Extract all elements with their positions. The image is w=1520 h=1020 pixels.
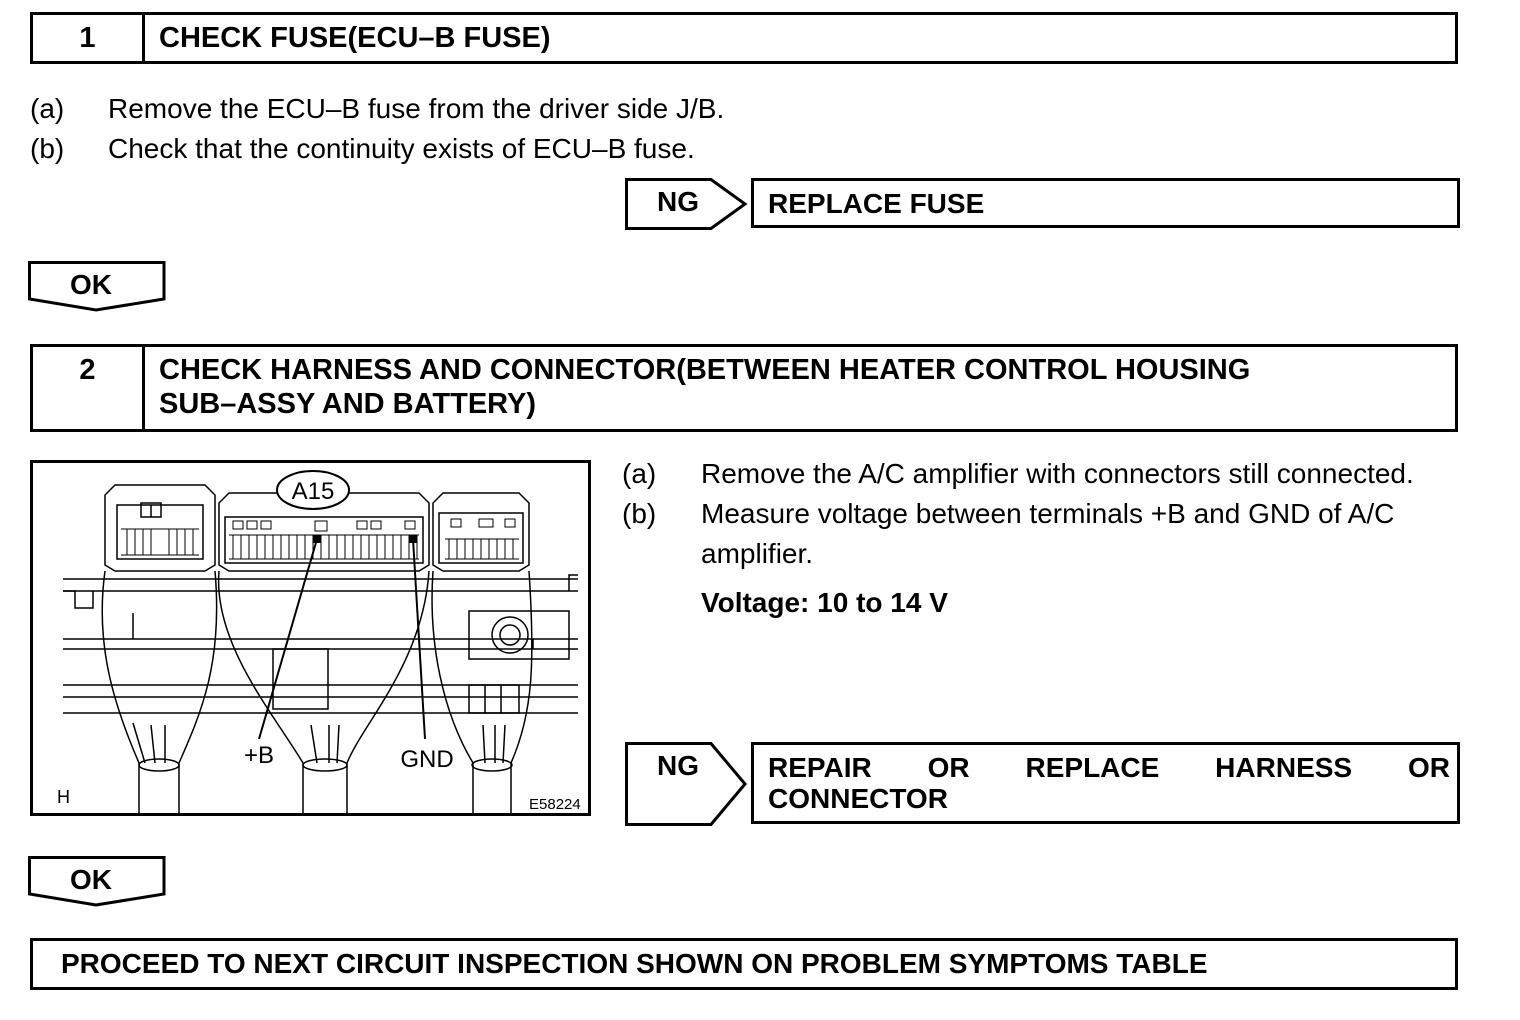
connector-illustration: A15 +B GND H E58224 [30, 460, 591, 816]
voltage-spec: Voltage: 10 to 14 V [701, 587, 948, 618]
step-1-title: CHECK FUSE(ECU–B FUSE) [159, 22, 551, 54]
step-2-number: 2 [33, 347, 145, 429]
step-2-title: CHECK HARNESS AND CONNECTOR(BETWEEN HEAT… [159, 354, 1251, 420]
figure-terminal-b-label: +B [244, 742, 274, 769]
figure-connector-label: A15 [292, 478, 335, 505]
step-1-ok-label: OK [70, 269, 112, 300]
step-2-ok-label: OK [70, 864, 112, 895]
figure-corner-letter: H [57, 787, 70, 807]
step-2-header: 2 CHECK HARNESS AND CONNECTOR(BETWEEN HE… [30, 344, 1458, 432]
step-2-ng-tag: NG [625, 742, 749, 826]
step-1-number: 1 [33, 15, 145, 61]
connector-diagram: A15 +B GND H E58224 [57, 470, 581, 813]
figure-terminal-gnd-label: GND [400, 746, 453, 773]
step-2-ng-result: REPAIR OR REPLACE HARNESS OR CONNECTOR [751, 742, 1460, 824]
step-1-header: 1 CHECK FUSE(ECU–B FUSE) [30, 12, 1458, 64]
figure-code: E58224 [529, 796, 581, 813]
step-2-ok-tag: OK [28, 856, 166, 913]
step-1-ng-result: REPLACE FUSE [751, 178, 1460, 228]
step-1-ok-tag: OK [28, 261, 166, 318]
step-2-ng-label: NG [657, 750, 699, 781]
step-1-ng-tag: NG [625, 178, 749, 230]
step-1-ng-label: NG [657, 186, 699, 217]
proceed-next-inspection: PROCEED TO NEXT CIRCUIT INSPECTION SHOWN… [30, 938, 1458, 990]
